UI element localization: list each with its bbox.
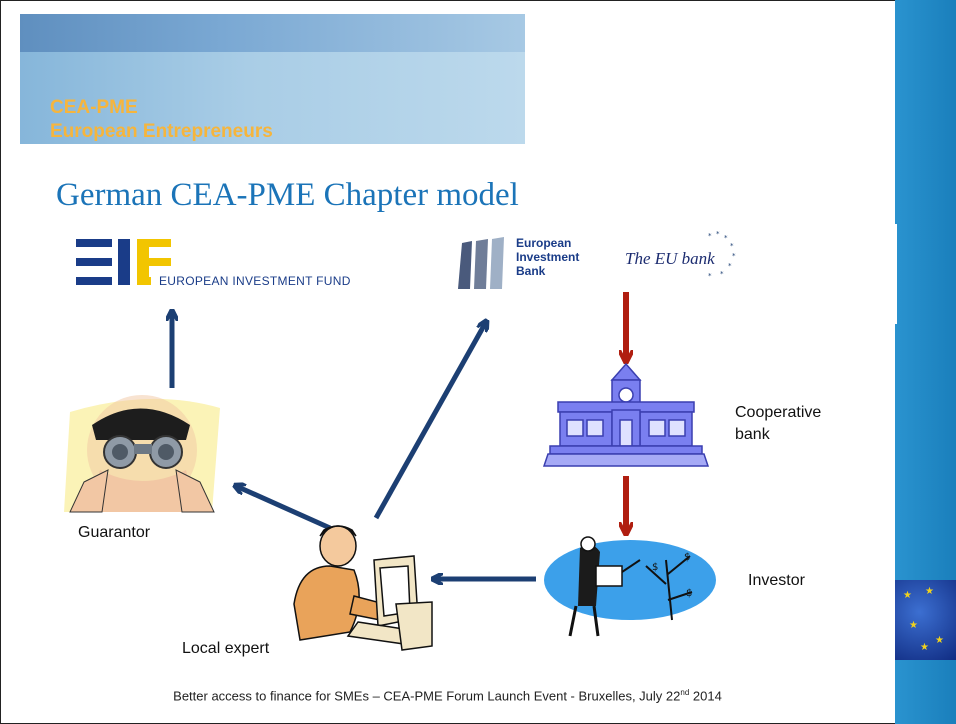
arrow-expert-to-guarantor	[236, 486, 332, 531]
guarantor-binoculars-icon	[64, 395, 220, 513]
cooperative-bank-label: Cooperative bank	[735, 404, 822, 443]
header-banner: CEA-PME European Entrepreneurs	[20, 14, 525, 144]
eib-logo-text: European Investment Bank	[516, 236, 580, 278]
eib-bars-icon	[458, 237, 504, 289]
svg-text:$: $	[652, 562, 658, 573]
svg-text:$: $	[686, 588, 692, 599]
svg-text:*: *	[720, 270, 724, 278]
local-expert-computer-icon	[293, 525, 433, 651]
header-title: CEA-PME European Entrepreneurs	[50, 96, 273, 144]
footer-text: Better access to finance for SMEs – CEA-…	[173, 688, 722, 704]
header-line1: CEA-PME	[50, 97, 138, 118]
svg-text:*: *	[716, 230, 720, 238]
investor-watering-icon: $ $ $	[544, 536, 716, 637]
svg-text:$: $	[684, 552, 690, 563]
header-line2: European Entrepreneurs	[50, 121, 273, 142]
eib-logo-panel	[450, 224, 897, 324]
eif-logo-text: EUROPEAN INVESTMENT FUND	[159, 274, 351, 288]
eif-logo	[76, 239, 171, 285]
slide-title: German CEA-PME Chapter model	[56, 177, 519, 213]
eu-bank-tagline: The EU bank	[625, 249, 715, 268]
svg-text:*: *	[728, 262, 732, 270]
cooperative-bank-icon	[542, 362, 710, 467]
investor-label: Investor	[748, 572, 805, 589]
svg-text:*: *	[708, 272, 712, 280]
svg-text:*: *	[708, 232, 712, 240]
eu-flag-image: ★★ ★★ ★	[895, 580, 956, 660]
arrow-expert-to-eib	[373, 322, 486, 520]
svg-text:*: *	[732, 252, 736, 260]
svg-text:*: *	[730, 242, 734, 250]
guarantor-label: Guarantor	[78, 524, 151, 541]
local-expert-label: Local expert	[182, 640, 270, 657]
eu-stars-icon: *** *** **	[708, 230, 736, 280]
svg-text:*: *	[724, 234, 728, 242]
